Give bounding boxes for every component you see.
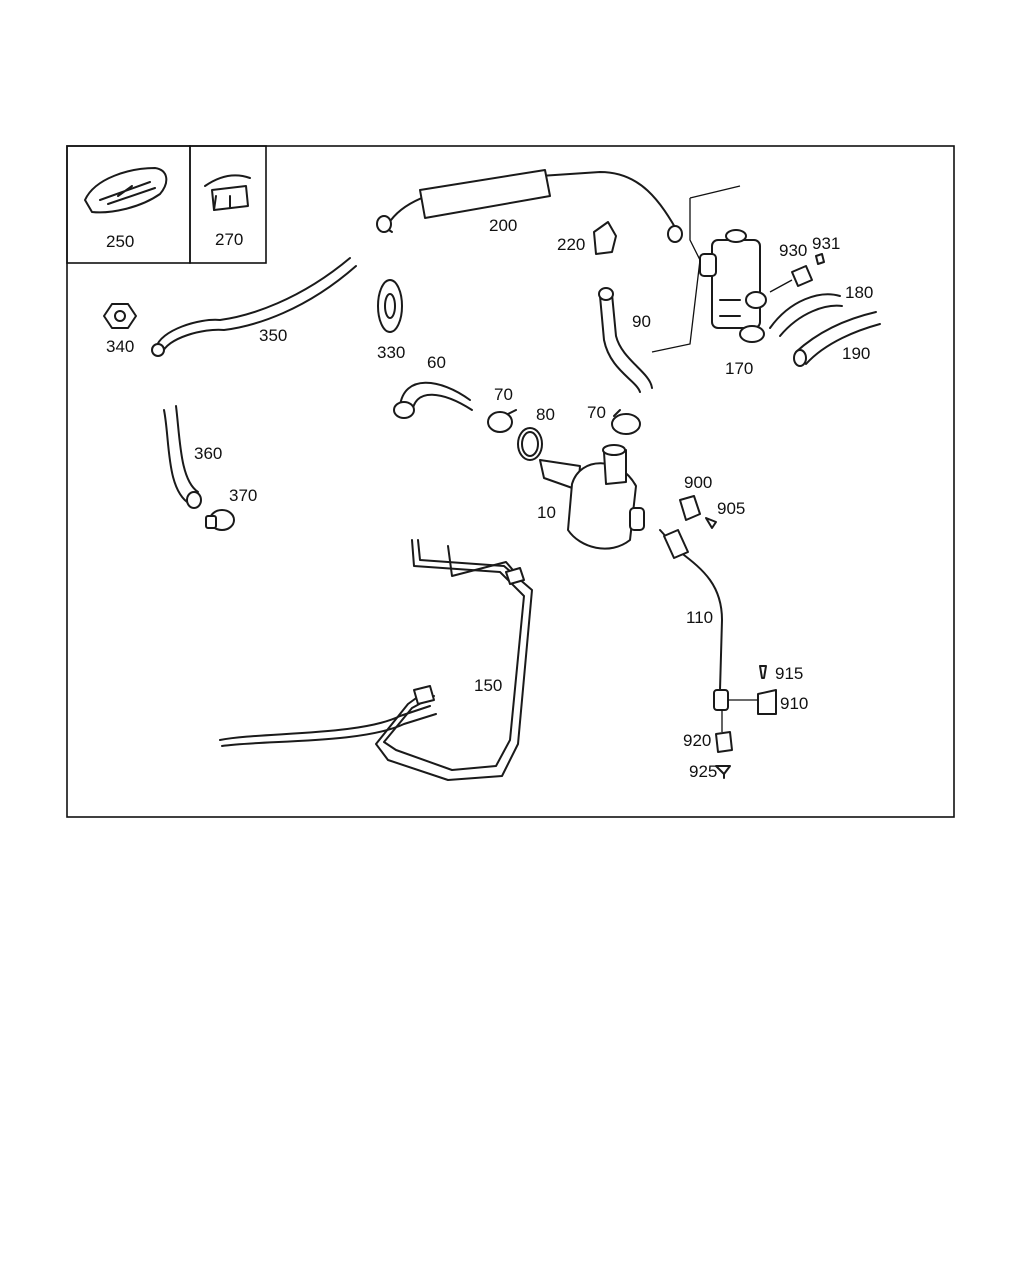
part-190-hose[interactable]: [793, 311, 881, 367]
label-150: 150: [474, 676, 502, 695]
part-930-connector[interactable]: [791, 265, 813, 287]
part-360-hose[interactable]: [163, 405, 202, 509]
part-80-oring[interactable]: [517, 427, 543, 461]
part-10-pump[interactable]: [539, 444, 645, 550]
leader-930: [769, 279, 793, 293]
label-330: 330: [377, 343, 405, 362]
part-70-clamp-left[interactable]: [487, 409, 517, 433]
diagram-frame: [66, 145, 955, 818]
part-110-wire[interactable]: [659, 529, 729, 711]
label-370: 370: [229, 486, 257, 505]
part-270-clip[interactable]: [204, 174, 251, 211]
label-905: 905: [717, 499, 745, 518]
label-90: 90: [632, 312, 651, 331]
label-10: 10: [537, 503, 556, 522]
part-370-clamp[interactable]: [205, 509, 235, 531]
label-200: 200: [489, 216, 517, 235]
label-60: 60: [427, 353, 446, 372]
bracket-170: [651, 185, 741, 353]
part-915-pin[interactable]: [759, 665, 767, 679]
label-170: 170: [725, 359, 753, 378]
label-930: 930: [779, 241, 807, 260]
label-180: 180: [845, 283, 873, 302]
part-150-pipes[interactable]: [219, 539, 533, 781]
label-920: 920: [683, 731, 711, 750]
label-915: 915: [775, 664, 803, 683]
part-905-pin[interactable]: [705, 517, 717, 529]
part-900-connector[interactable]: [679, 495, 701, 521]
label-250: 250: [106, 232, 134, 251]
label-80: 80: [536, 405, 555, 424]
part-180-hose[interactable]: [769, 293, 843, 337]
label-931: 931: [812, 234, 840, 253]
part-910-connector[interactable]: [757, 689, 777, 715]
label-350: 350: [259, 326, 287, 345]
label-70-right: 70: [587, 403, 606, 422]
part-925-pin[interactable]: [715, 765, 731, 779]
part-340-nut[interactable]: [103, 303, 137, 329]
label-340: 340: [106, 337, 134, 356]
label-110: 110: [686, 608, 713, 627]
part-200-hose[interactable]: [376, 169, 683, 243]
label-190: 190: [842, 344, 870, 363]
part-931-pin[interactable]: [815, 253, 825, 265]
part-250-cover[interactable]: [84, 167, 168, 214]
inset-box-270: [189, 145, 267, 264]
label-360: 360: [194, 444, 222, 463]
label-270: 270: [215, 230, 243, 249]
label-70-left: 70: [494, 385, 513, 404]
part-920-connector[interactable]: [715, 731, 733, 753]
part-350-hose[interactable]: [151, 257, 357, 357]
label-925: 925: [689, 762, 717, 781]
part-170-valve[interactable]: [699, 229, 767, 343]
part-220-clip[interactable]: [593, 221, 617, 255]
part-90-hose[interactable]: [598, 287, 653, 393]
part-330-grommet[interactable]: [377, 279, 403, 333]
label-220: 220: [557, 235, 585, 254]
part-70-clamp-right[interactable]: [611, 409, 641, 435]
label-910: 910: [780, 694, 808, 713]
part-60-hose[interactable]: [393, 381, 473, 419]
label-900: 900: [684, 473, 712, 492]
